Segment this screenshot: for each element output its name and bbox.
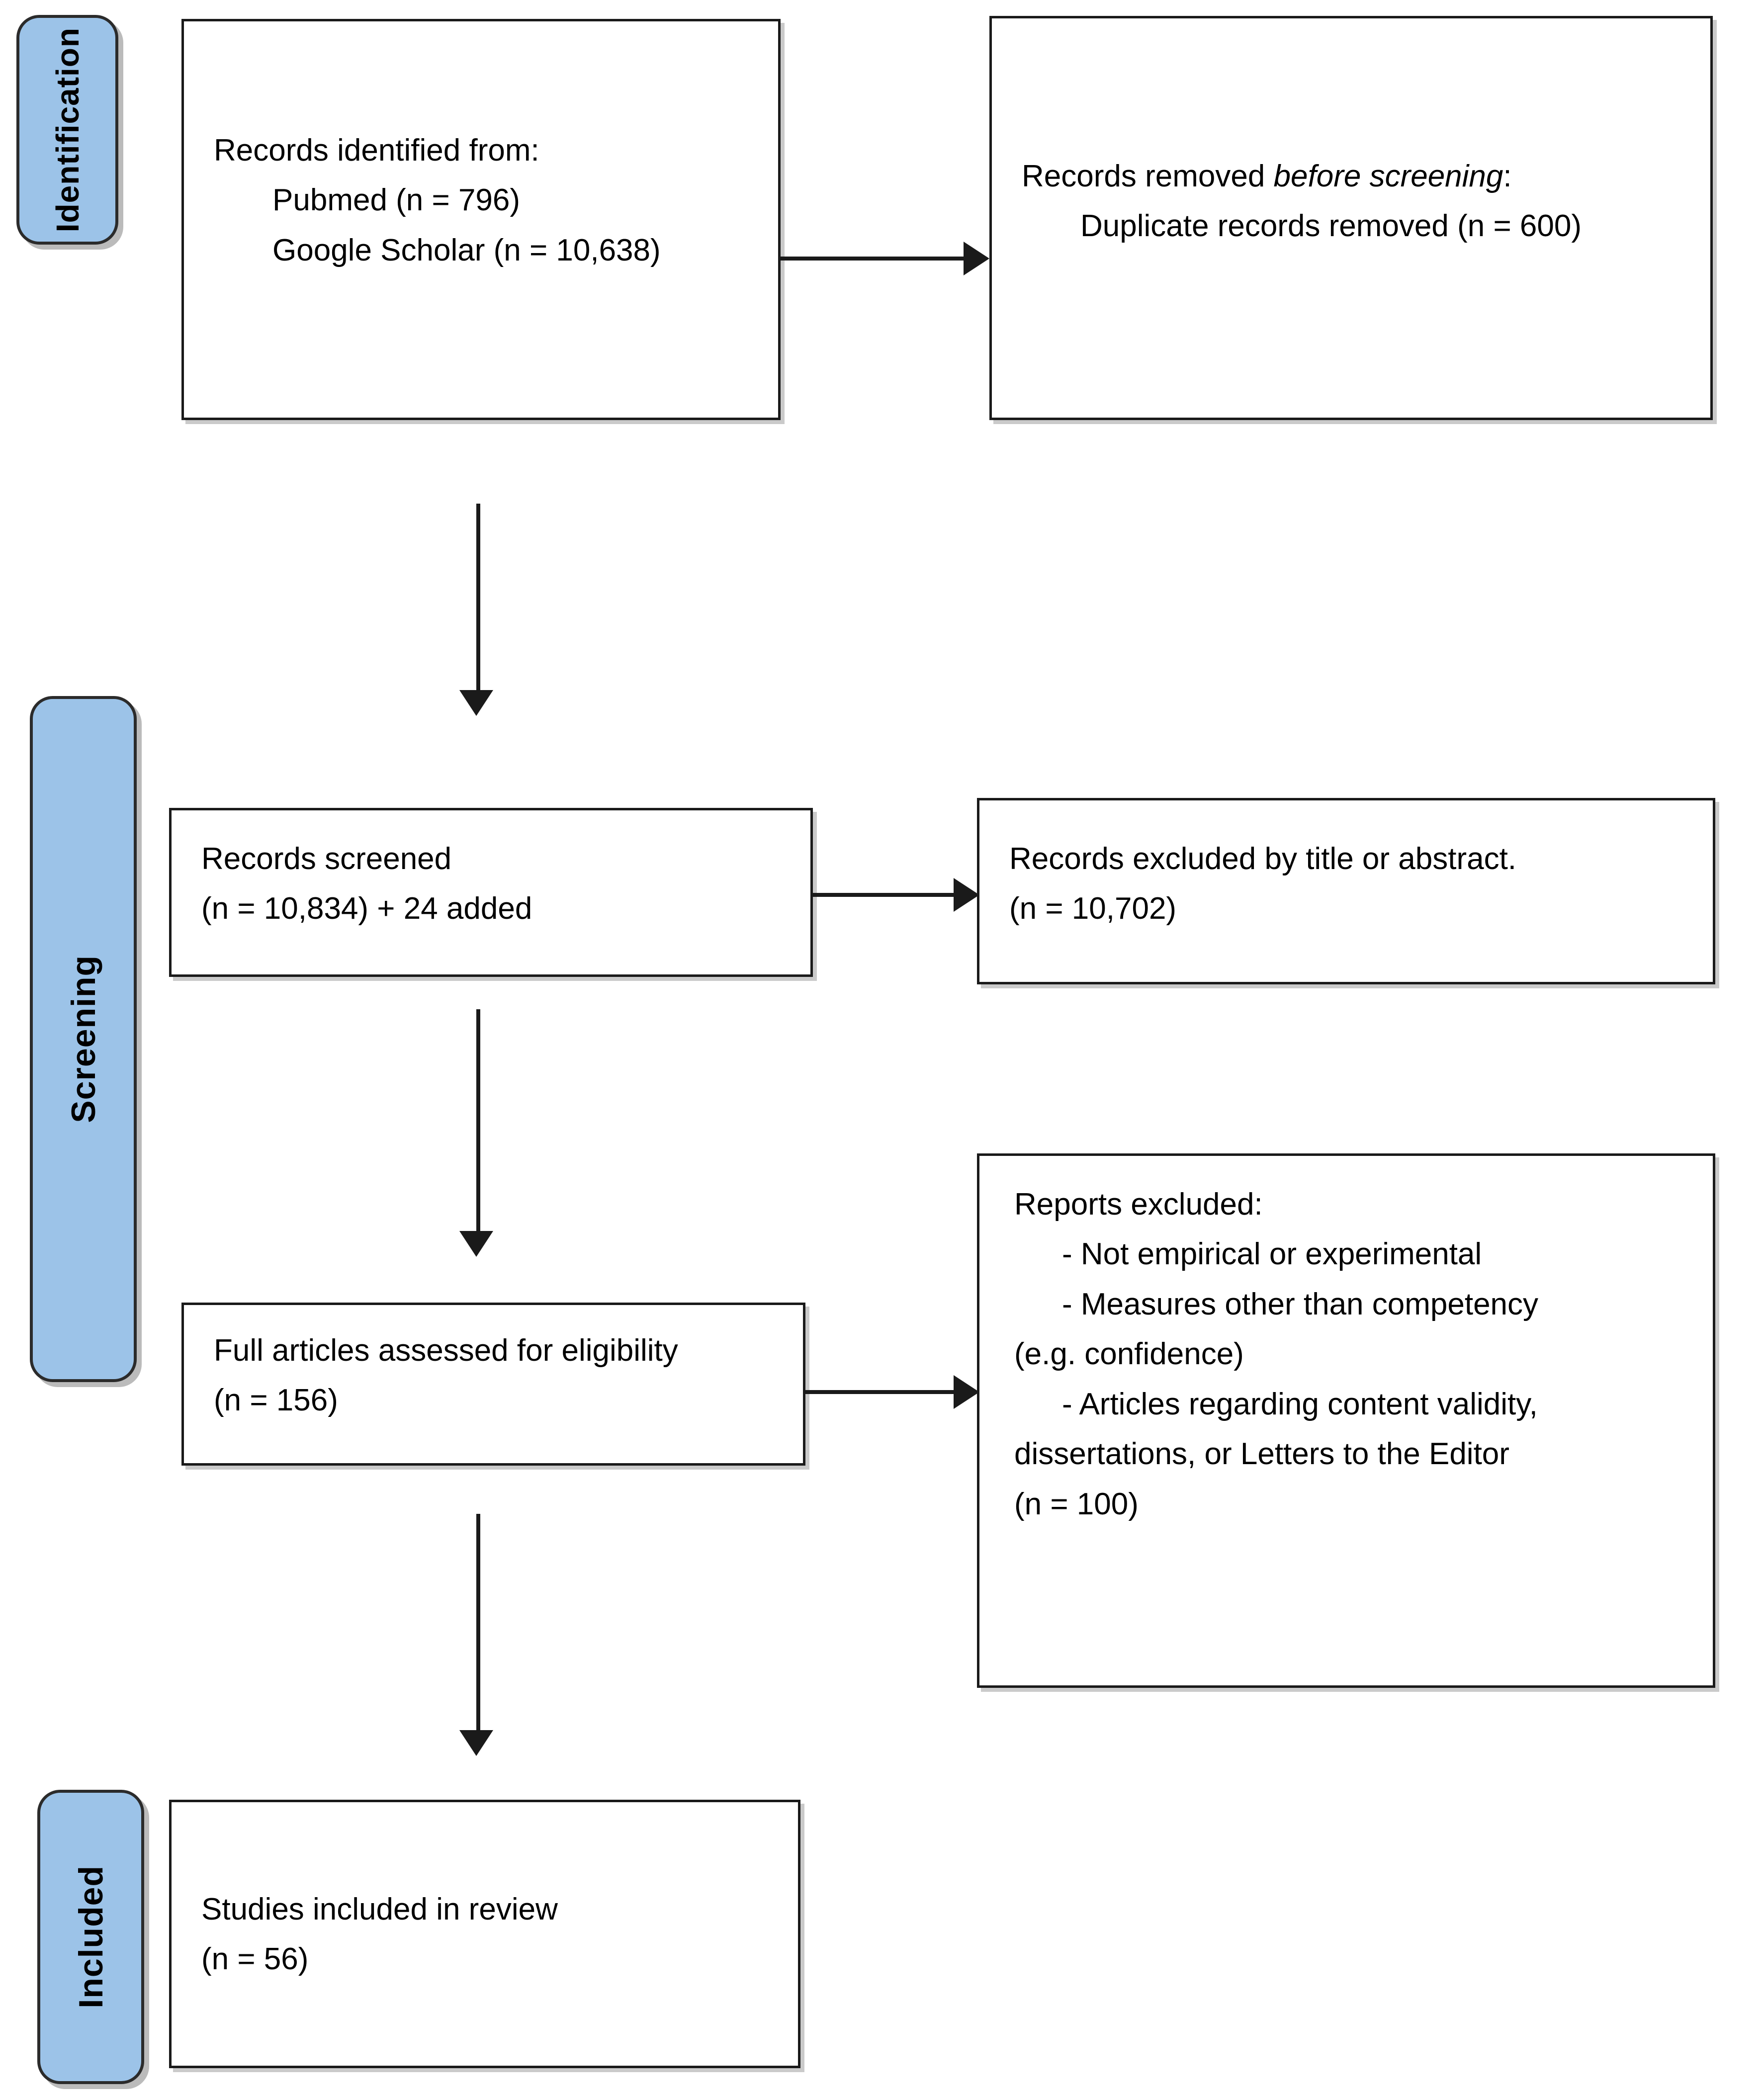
box-reports-excluded-text: Reports excluded: - Not empirical or exp…: [1014, 1180, 1688, 1529]
records-excluded-title: Records excluded by title or abstract.: [1009, 842, 1517, 876]
records-removed-heading-italic: before screening: [1273, 159, 1503, 193]
connector-identified-to-removed-line: [781, 257, 965, 261]
arrow-right-icon: [964, 242, 989, 275]
box-records-screened-text: Records screened (n = 10,834) + 24 added: [201, 834, 791, 934]
box-full-articles-assessed: Full articles assessed for eligibility (…: [181, 1303, 805, 1466]
records-screened-count: (n = 10,834) + 24 added: [201, 891, 532, 926]
box-records-excluded-title-abstract: Records excluded by title or abstract. (…: [977, 798, 1715, 984]
studies-included-title: Studies included in review: [201, 1892, 558, 1926]
arrow-down-icon: [459, 690, 493, 716]
records-removed-heading-lead: Records removed: [1022, 159, 1274, 193]
box-full-articles-text: Full articles assessed for eligibility (…: [214, 1326, 783, 1426]
records-removed-heading: Records removed before screening:: [1022, 152, 1690, 201]
records-identified-source-google-scholar: Google Scholar (n = 10,638): [272, 233, 661, 267]
box-studies-included-text: Studies included in review (n = 56): [201, 1885, 778, 1985]
connector-fulltext-to-reports-line: [805, 1390, 957, 1394]
arrow-right-icon: [954, 1375, 979, 1409]
stage-tab-included: Included: [37, 1790, 144, 2084]
box-studies-included: Studies included in review (n = 56): [169, 1800, 800, 2068]
stage-tab-screening-label: Screening: [64, 955, 102, 1123]
box-records-identified-text: Records identified from: Pubmed (n = 796…: [214, 126, 758, 275]
stage-tab-screening: Screening: [30, 696, 137, 1382]
reports-excluded-count: (n = 100): [1014, 1487, 1139, 1521]
reports-excluded-reason-2: - Measures other than competency: [1062, 1287, 1539, 1321]
arrow-down-icon: [459, 1231, 493, 1257]
reports-excluded-reason-2-cont: (e.g. confidence): [1014, 1337, 1244, 1372]
box-records-identified: Records identified from: Pubmed (n = 796…: [181, 19, 781, 420]
connector-screened-to-excluded-line: [813, 893, 957, 897]
box-records-screened: Records screened (n = 10,834) + 24 added: [169, 808, 813, 977]
full-articles-title: Full articles assessed for eligibility: [214, 1333, 678, 1368]
box-records-excluded-text: Records excluded by title or abstract. (…: [1009, 834, 1693, 934]
box-reports-excluded: Reports excluded: - Not empirical or exp…: [977, 1153, 1715, 1688]
records-removed-heading-tail: :: [1503, 159, 1512, 193]
arrow-down-icon: [459, 1730, 493, 1756]
box-records-removed-text: Records removed before screening: Duplic…: [1022, 152, 1690, 252]
records-removed-duplicate-item: Duplicate records removed (n = 600): [1080, 209, 1582, 244]
records-identified-heading: Records identified from:: [214, 133, 539, 168]
stage-tab-included-label: Included: [72, 1865, 110, 2009]
stage-tab-identification-label: Identification: [49, 27, 86, 233]
connector-identified-to-screened-line: [476, 504, 480, 698]
connector-fulltext-to-included-line: [476, 1514, 480, 1738]
arrow-right-icon: [954, 878, 979, 912]
reports-excluded-reason-1: - Not empirical or experimental: [1062, 1237, 1482, 1272]
reports-excluded-heading: Reports excluded:: [1014, 1187, 1263, 1222]
reports-excluded-reason-3: - Articles regarding content validity,: [1062, 1387, 1538, 1421]
connector-screened-to-fulltext-line: [476, 1009, 480, 1238]
stage-tab-identification: Identification: [16, 15, 118, 245]
studies-included-count: (n = 56): [201, 1942, 309, 1977]
records-excluded-count: (n = 10,702): [1009, 891, 1177, 926]
records-screened-title: Records screened: [201, 842, 452, 876]
full-articles-count: (n = 156): [214, 1383, 338, 1418]
box-records-removed-before-screening: Records removed before screening: Duplic…: [989, 16, 1713, 420]
reports-excluded-reason-3-cont: dissertations, or Letters to the Editor: [1014, 1437, 1509, 1472]
records-identified-source-pubmed: Pubmed (n = 796): [272, 183, 521, 218]
